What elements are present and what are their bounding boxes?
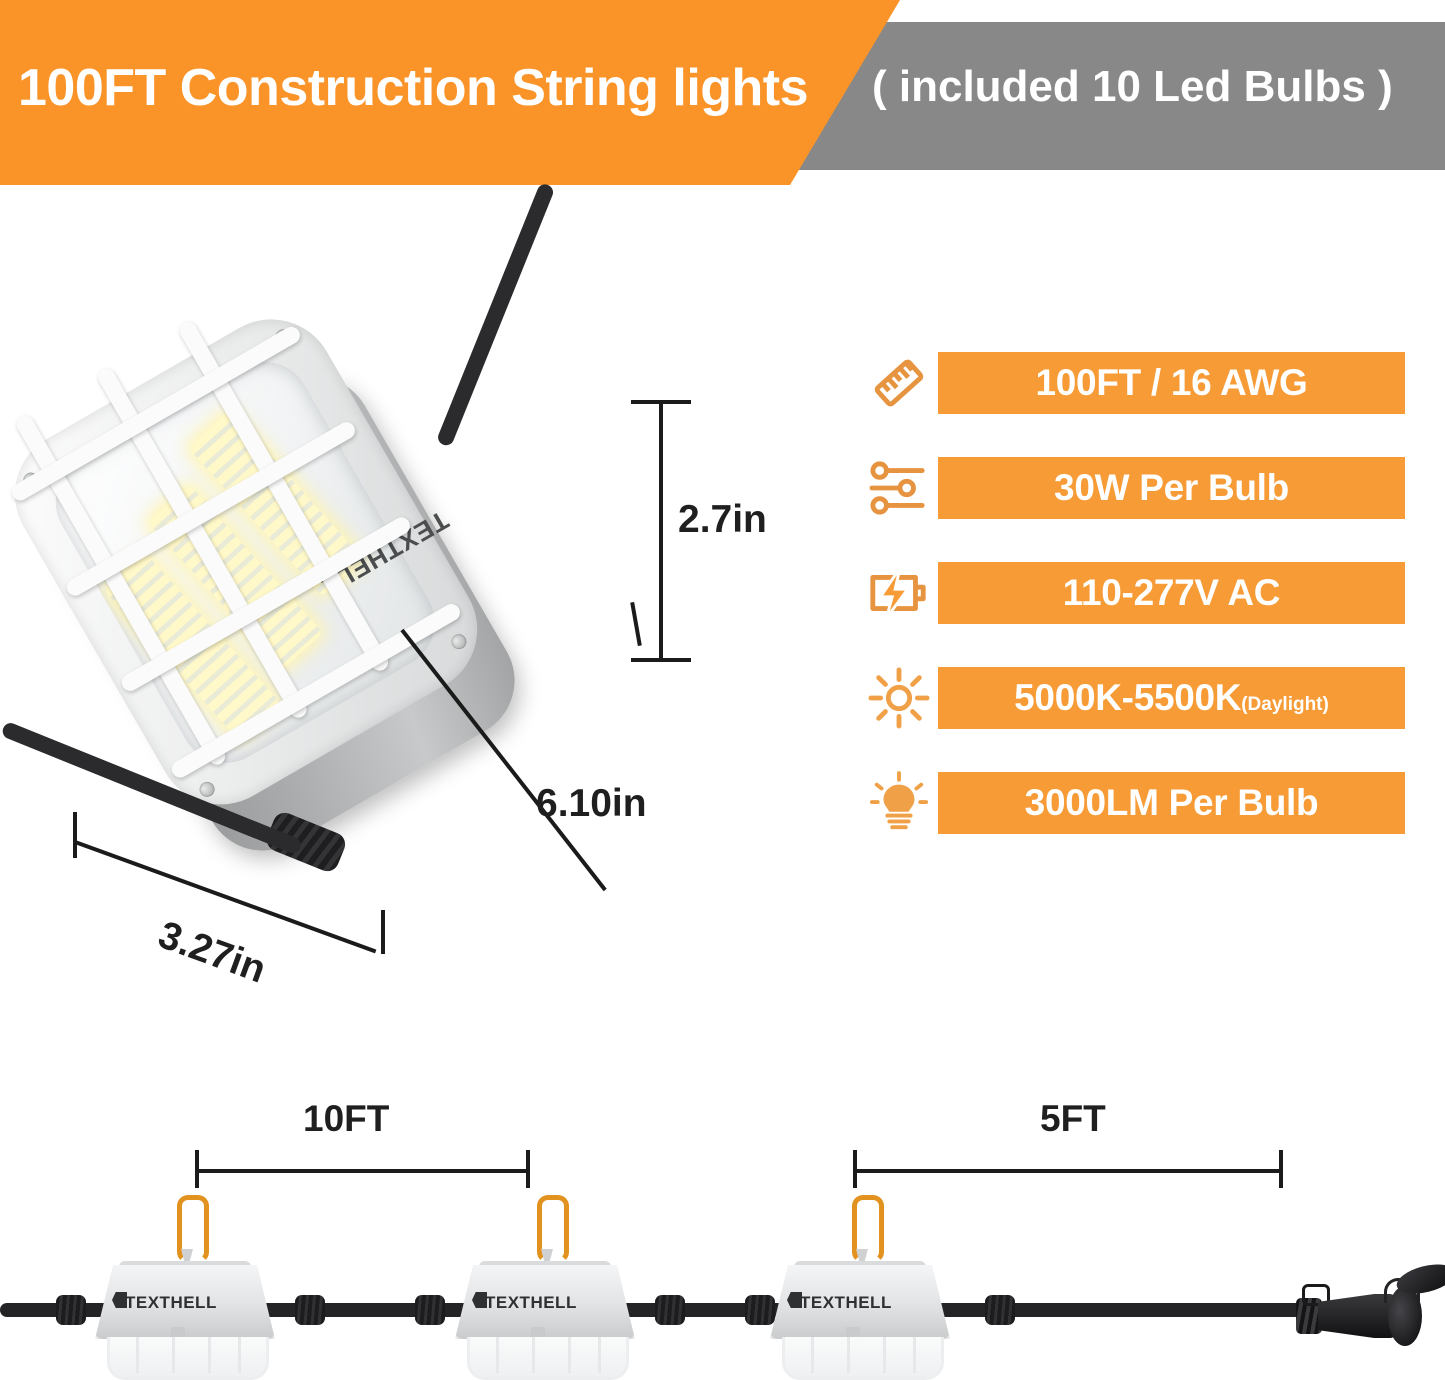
dim-label-length: 6.10in	[536, 782, 647, 825]
span-bar-5ft	[853, 1169, 1283, 1173]
battery-bolt-icon	[860, 562, 938, 624]
wire-grommet	[745, 1295, 775, 1325]
header-subtitle: ( included 10 Led Bulbs )	[872, 62, 1393, 111]
sun-icon	[860, 667, 938, 729]
wire-grommet	[56, 1295, 86, 1325]
product-photo: TEXTHELL 2.7in 6.10in 3.27in	[0, 150, 767, 1050]
screw	[196, 779, 218, 800]
brand-mark-icon	[787, 1292, 802, 1308]
feature-row-voltage: 110-277V AC	[860, 562, 1405, 624]
span-cap-left-5ft	[853, 1150, 857, 1188]
header-orange-panel	[0, 0, 900, 185]
page-title: 100FT Construction String lights	[18, 59, 809, 117]
dim-line-height	[659, 400, 663, 662]
feature-tag-lumens: 3000LM Per Bulb	[938, 772, 1405, 834]
dim-label-depth: 3.27in	[152, 913, 272, 992]
sliders-icon	[860, 457, 938, 519]
wire-grommet	[655, 1295, 685, 1325]
end-connector	[1296, 1259, 1445, 1352]
span-cap-left-10ft	[195, 1150, 199, 1188]
carabiner-hook-icon	[177, 1195, 209, 1263]
fixture-brand-label: TEXTHELL	[485, 1293, 577, 1312]
feature-label: 3000LM Per Bulb	[1024, 782, 1319, 823]
fixture-cage	[467, 1337, 629, 1380]
wire-grommet	[295, 1295, 325, 1325]
feature-tag-color-temp: 5000K-5500K (Daylight)	[938, 667, 1405, 729]
carabiner-hook-icon	[852, 1195, 884, 1263]
feature-row-color-temp: 5000K-5500K (Daylight)	[860, 667, 1405, 729]
feature-tag-wattage: 30W Per Bulb	[938, 457, 1405, 519]
feature-label: 110-277V AC	[1062, 572, 1281, 613]
fixture-cage	[107, 1337, 269, 1380]
brand-mark-icon	[112, 1292, 127, 1308]
feature-row-wattage: 30W Per Bulb	[860, 457, 1405, 519]
span-cap-right-5ft	[1279, 1150, 1283, 1188]
feature-label: 100FT / 16 AWG	[1035, 362, 1308, 403]
span-label-10ft: 10FT	[303, 1098, 390, 1139]
feature-list: 100FT / 16 AWG 30W Per Bulb	[860, 352, 1405, 877]
dim-tick-height-top	[631, 400, 691, 404]
dim-tick-depth-left	[73, 812, 77, 858]
feature-row-lumens: 3000LM Per Bulb	[860, 771, 1405, 834]
dim-label-height: 2.7in	[678, 498, 767, 541]
bulb-icon	[860, 771, 938, 834]
light-fixture: TEXTHELL	[760, 1195, 960, 1380]
wire-grommet	[985, 1295, 1015, 1325]
connector-loop	[1302, 1284, 1330, 1306]
header-banner: 100FT Construction String lights ( inclu…	[0, 0, 1445, 185]
brand-mark-icon	[472, 1292, 487, 1308]
fixture-cage	[782, 1337, 944, 1380]
ruler-icon	[860, 352, 938, 414]
light-fixture: TEXTHELL	[85, 1195, 285, 1380]
dim-tick-height-bottom	[631, 658, 691, 662]
screw	[448, 631, 470, 652]
fixture-brand-label: TEXTHELL	[125, 1293, 217, 1312]
span-bar-10ft	[195, 1169, 530, 1173]
feature-tag-length: 100FT / 16 AWG	[938, 352, 1405, 414]
carabiner-hook-icon	[537, 1195, 569, 1263]
span-label-5ft: 5FT	[1040, 1098, 1106, 1139]
feature-label: 30W Per Bulb	[1054, 467, 1289, 508]
feature-row-length: 100FT / 16 AWG	[860, 352, 1405, 414]
light-fixture: TEXTHELL	[445, 1195, 645, 1380]
connector-barrel	[1318, 1294, 1396, 1338]
feature-note: (Daylight)	[1241, 694, 1329, 715]
fixture-brand-label: TEXTHELL	[800, 1293, 892, 1312]
feature-tag-voltage: 110-277V AC	[938, 562, 1405, 624]
span-cap-right-10ft	[526, 1150, 530, 1188]
dim-tick-length-bottom	[381, 910, 385, 954]
feature-label: 5000K-5500K	[1014, 677, 1242, 718]
wire-grommet	[415, 1295, 445, 1325]
